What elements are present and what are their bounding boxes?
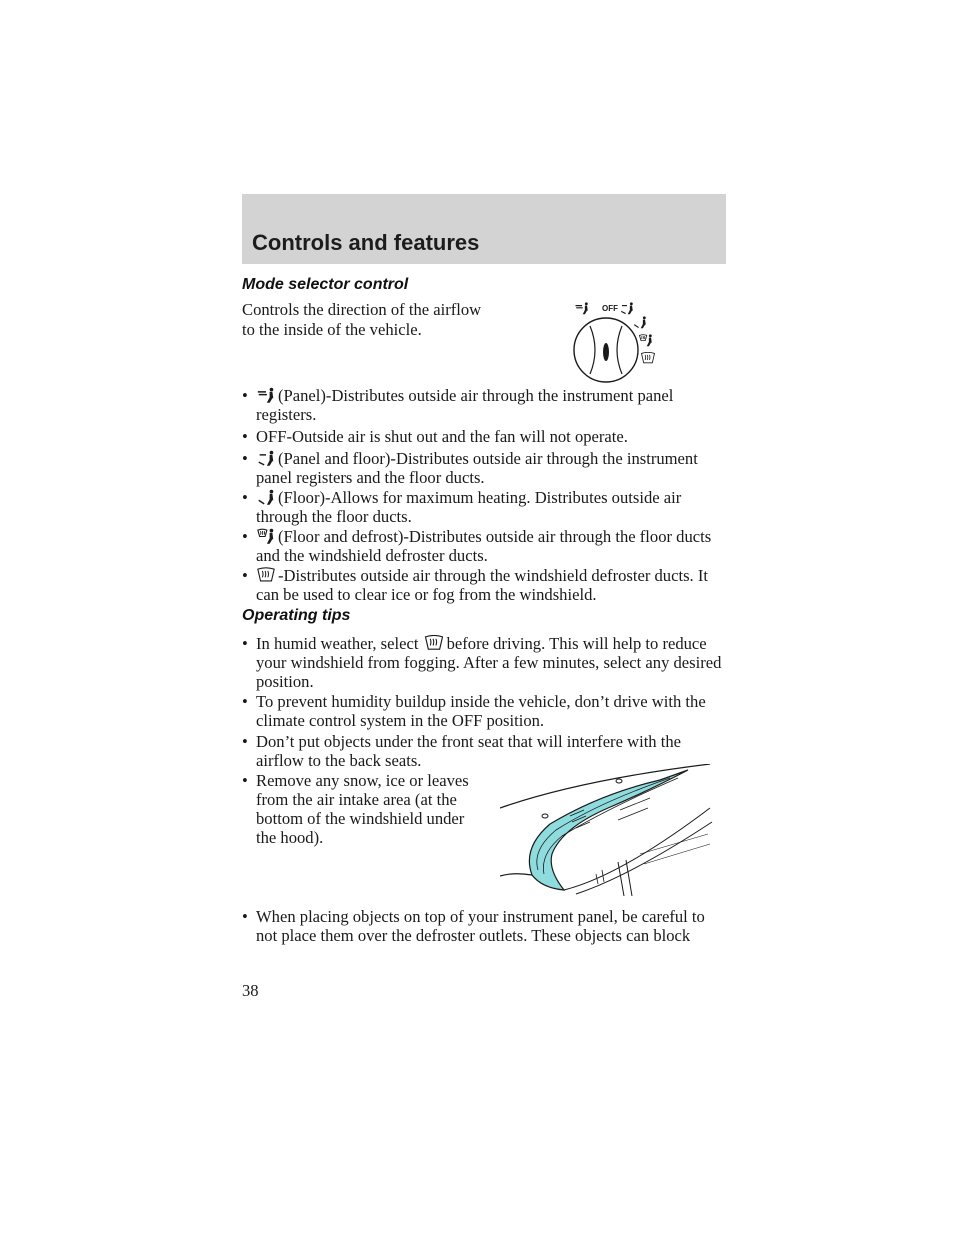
dial-floor-icon xyxy=(633,316,647,329)
mode-item-defrost: • -Distributes outside air through the w… xyxy=(242,566,726,604)
washer-nozzle xyxy=(541,813,549,819)
tip-instrument-panel: • When placing objects on top of your in… xyxy=(242,907,726,945)
tip-text: Remove any snow, ice or leaves from the … xyxy=(256,771,469,847)
mode-selector-dial-figure: OFF xyxy=(573,302,655,383)
mode-item-panel: • (Panel)-Distributes outside air throug… xyxy=(242,386,726,424)
mode-item-off: • OFF-Outside air is shut out and the fa… xyxy=(242,427,726,446)
defrost-icon xyxy=(423,635,445,652)
hood-edge-line xyxy=(500,764,711,809)
mode-item-text: (Floor and defrost)-Distributes outside … xyxy=(256,527,712,565)
tip-humidity-buildup: • To prevent humidity buildup inside the… xyxy=(242,692,726,730)
mode-item-panel-floor: • (Panel and floor)-Distributes outside … xyxy=(242,449,726,487)
tip-text: To prevent humidity buildup inside the v… xyxy=(256,692,706,730)
panel-floor-vent-icon xyxy=(256,450,276,467)
fender-line xyxy=(500,873,533,877)
tip-air-intake: • Remove any snow, ice or leaves from th… xyxy=(242,771,472,847)
reflection-marks xyxy=(595,869,605,885)
dial-grip-right xyxy=(616,325,623,375)
tip-text: In humid weather, select xyxy=(256,634,419,653)
bullet-dot: • xyxy=(242,449,248,468)
defrost-icon xyxy=(256,567,276,584)
mode-item-text: (Panel)-Distributes outside air through … xyxy=(256,386,674,424)
operating-tips-heading: Operating tips xyxy=(242,607,351,624)
bullet-dot: • xyxy=(242,907,248,926)
cowl-line xyxy=(536,777,671,871)
air-intake-illustration xyxy=(500,764,713,897)
mode-item-floor: • (Floor)-Allows for maximum heating. Di… xyxy=(242,488,726,526)
dial-panel-icon xyxy=(574,302,589,315)
mode-item-text: (Floor)-Allows for maximum heating. Dist… xyxy=(256,488,682,526)
mode-item-text: OFF-Outside air is shut out and the fan … xyxy=(256,427,628,446)
floor-defrost-icon xyxy=(256,528,276,545)
glass-reflection-lines xyxy=(639,833,711,865)
wiper-arm xyxy=(617,797,651,821)
intake-grille-slots xyxy=(569,809,591,829)
bullet-dot: • xyxy=(242,732,248,751)
dial-defrost-icon xyxy=(641,352,655,364)
floor-vent-icon xyxy=(256,489,276,506)
bullet-dot: • xyxy=(242,427,248,446)
dial-off-label: OFF xyxy=(602,304,618,313)
tip-humid-weather: • In humid weather, select before drivin… xyxy=(242,634,726,691)
bullet-dot: • xyxy=(242,488,248,507)
panel-vent-icon xyxy=(256,387,276,404)
windshield-base-line xyxy=(563,807,711,891)
mode-selector-intro: Controls the direction of the airflow to… xyxy=(242,300,482,339)
dial-grip-left xyxy=(589,325,596,375)
mode-item-text: -Distributes outside air through the win… xyxy=(256,566,708,604)
tip-text: Don’t put objects under the front seat t… xyxy=(256,732,682,770)
dial-floor-defrost-icon xyxy=(639,334,653,347)
page-number: 38 xyxy=(242,981,259,1000)
dial-panel-floor-icon xyxy=(620,302,634,315)
bullet-dot: • xyxy=(242,566,248,585)
bullet-dot: • xyxy=(242,692,248,711)
cowl-line xyxy=(543,777,679,875)
dial-pointer xyxy=(603,343,609,361)
mode-selector-heading: Mode selector control xyxy=(242,276,409,293)
mode-item-text: (Panel and floor)-Distributes outside ai… xyxy=(256,449,698,487)
bullet-dot: • xyxy=(242,634,248,653)
bullet-dot: • xyxy=(242,771,248,790)
tip-front-seat: • Don’t put objects under the front seat… xyxy=(242,732,726,770)
bullet-dot: • xyxy=(242,386,248,405)
windshield-base-line xyxy=(575,821,713,895)
tip-text: before driving. This will help to reduce… xyxy=(256,634,722,691)
air-intake-area-highlight xyxy=(528,769,689,891)
section-header: Controls and features xyxy=(242,194,726,264)
mode-item-floor-defrost: • (Floor and defrost)-Distributes outsid… xyxy=(242,527,726,565)
section-title: Controls and features xyxy=(252,230,480,255)
bullet-dot: • xyxy=(242,527,248,546)
tip-text: When placing objects on top of your inst… xyxy=(256,907,705,945)
a-pillar xyxy=(617,859,633,897)
washer-nozzle xyxy=(615,778,623,784)
